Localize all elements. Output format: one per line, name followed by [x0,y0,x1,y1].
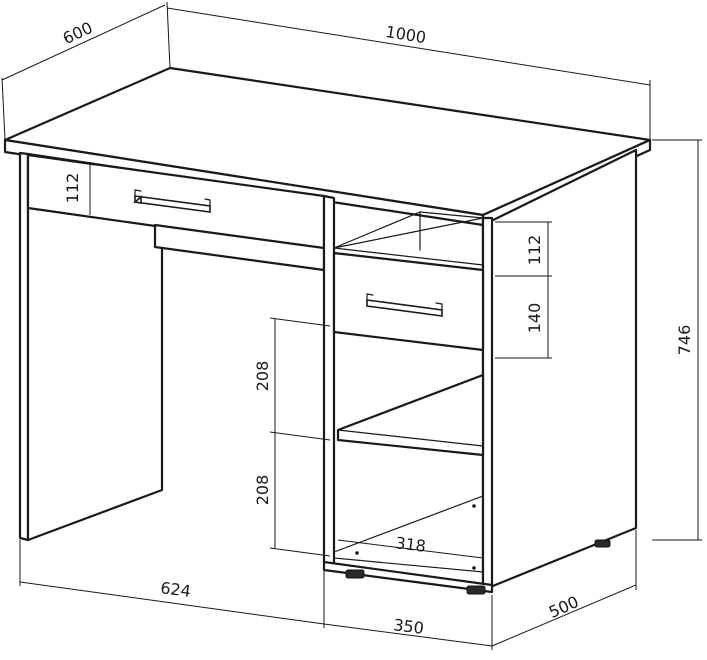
middle-shelf-top-line [337,429,484,447]
dim-pedestal-depth-label: 500 [546,592,582,622]
dim-left-drawer [59,159,96,219]
foot [466,585,486,595]
pedestal-interior-line-2 [333,247,484,266]
dim-pedestal-width-label: 350 [392,615,425,638]
dim-pedestal-depth [491,530,637,647]
dim-inner-width-label: 318 [394,533,427,556]
dim-height-total [652,139,702,541]
shelf-pin [472,504,476,508]
dim-depth-top [1,1,171,141]
dim-depth-top-label: 600 [60,18,96,48]
dim-shelf-upper [269,317,331,441]
shelf-pin [472,566,476,570]
dim-right-drawer [495,276,552,359]
dim-pedestal-width [323,595,493,650]
bottom-shelf [333,495,484,573]
foot [345,569,365,579]
pedestal-interior-back [333,211,484,249]
pedestal-plinth [322,560,494,594]
dim-shelf-lower-label: 208 [253,475,272,506]
dim-right-gap [495,221,552,277]
pedestal-right-front [481,216,494,592]
pedestal-front-frame [322,194,336,567]
dim-shelf-upper-label: 208 [253,361,272,392]
dim-right-drawer-label: 140 [525,303,544,334]
right-drawer-front [332,251,485,352]
dim-left-drawer-label: 112 [63,173,82,204]
dim-width-total [166,7,651,140]
dim-height-total-label: 746 [675,325,694,356]
foot [594,539,611,548]
dim-right-gap-label: 112 [525,235,544,266]
dim-left-span [19,540,325,628]
left-drawer-handle [133,189,211,213]
pedestal-outer-side [481,148,638,592]
middle-shelf-front-line [337,439,484,456]
left-panel-front [18,151,30,542]
left-panel-bottom [19,537,29,541]
dim-shelf-lower [269,432,331,557]
right-drawer-lower-edge [333,331,484,351]
shelf-pin [355,551,359,555]
dim-inner-width [337,539,484,559]
dim-left-span-label: 624 [159,578,192,601]
right-drawer-handle [366,293,443,317]
